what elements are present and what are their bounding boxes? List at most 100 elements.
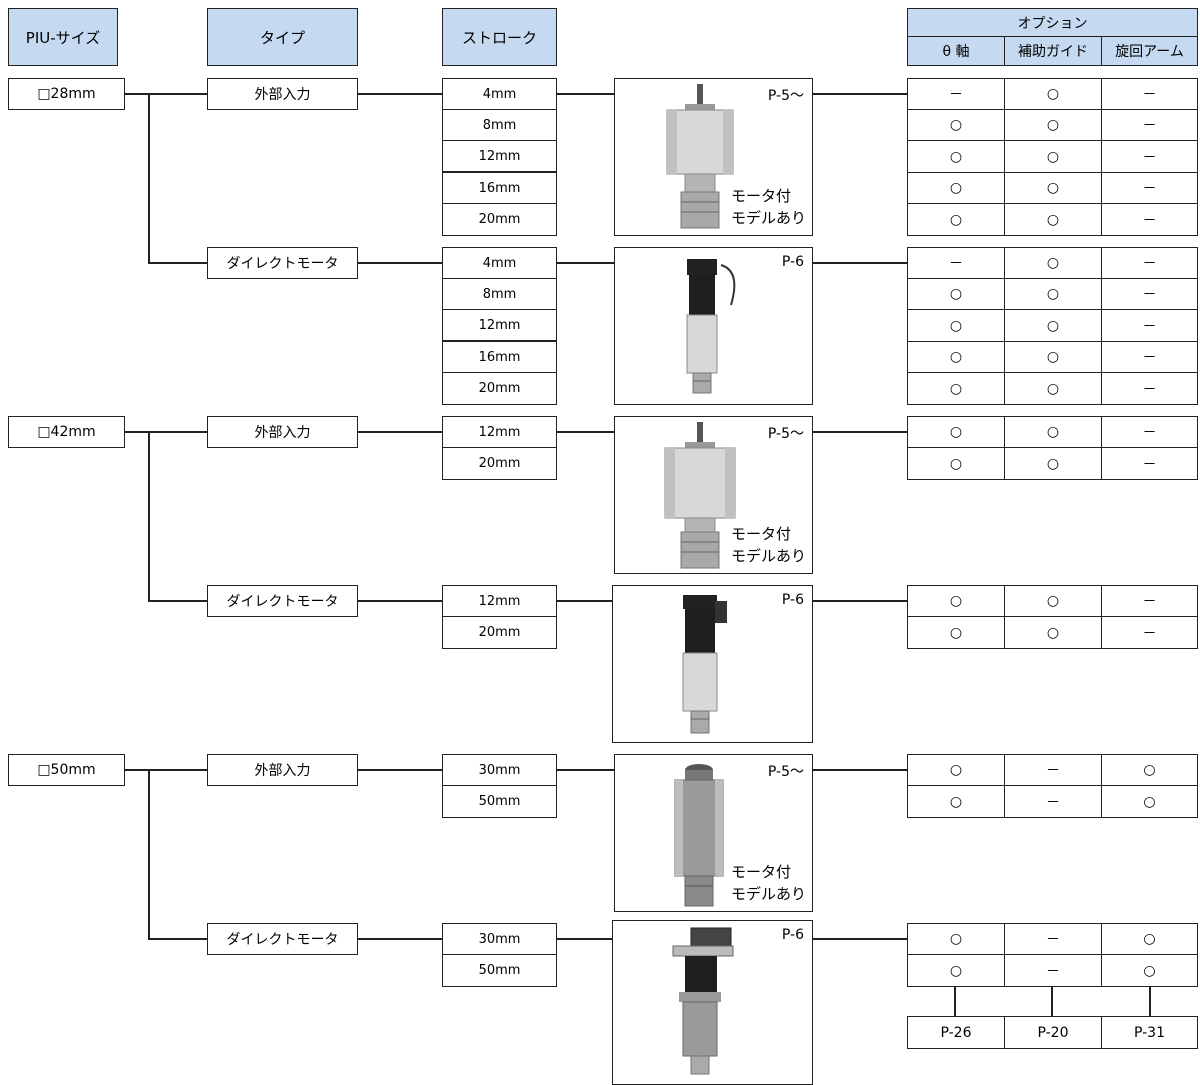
connector [358, 262, 442, 264]
option-guide: ○ [1004, 309, 1102, 342]
product-image-box: P-6 [614, 247, 813, 405]
type-direct-42: ダイレクトモータ [207, 585, 358, 617]
connector [557, 93, 614, 95]
stroke-cell: 12mm [442, 309, 557, 341]
option-arm: － [1101, 247, 1198, 279]
page-reference: P-6 [781, 592, 804, 608]
stroke-cell: 20mm [442, 447, 557, 480]
connector [557, 600, 614, 602]
connector [557, 938, 614, 940]
page-reference: P-6 [781, 927, 804, 943]
motor-model-note: モータ付 モデルあり [730, 187, 806, 227]
connector [557, 431, 614, 433]
option-guide: ○ [1004, 203, 1102, 236]
stroke-cell: 8mm [442, 109, 557, 141]
option-theta: ○ [907, 416, 1005, 448]
option-theta: ○ [907, 585, 1005, 617]
option-arm: － [1101, 172, 1198, 204]
option-guide: － [1004, 954, 1102, 987]
connector [125, 93, 207, 95]
actuator-image [664, 422, 736, 569]
header-stroke: ストローク [442, 8, 557, 66]
option-arm: － [1101, 203, 1198, 236]
page-reference: P-6 [781, 254, 804, 270]
option-arm: ○ [1101, 923, 1198, 955]
option-guide: ○ [1004, 616, 1102, 649]
connector [813, 769, 907, 771]
option-arm: － [1101, 447, 1198, 480]
connector [148, 600, 207, 602]
product-image-box: P-5～ モータ付 モデルあり [614, 416, 813, 574]
connector [813, 431, 907, 433]
product-image-box: P-5～ モータ付 モデルあり [614, 78, 813, 236]
option-guide: － [1004, 923, 1102, 955]
product-image-box: P-6 [612, 920, 813, 1085]
option-arm: ○ [1101, 754, 1198, 786]
connector [557, 262, 614, 264]
option-arm: － [1101, 278, 1198, 310]
option-page-guide: P-20 [1004, 1016, 1102, 1049]
option-theta: ○ [907, 203, 1005, 236]
stroke-cell: 20mm [442, 203, 557, 236]
stroke-cell: 4mm [442, 78, 557, 110]
option-page-theta: P-26 [907, 1016, 1005, 1049]
header-opt-arm: 旋回アーム [1101, 36, 1198, 66]
stroke-cell: 4mm [442, 247, 557, 279]
option-guide: ○ [1004, 140, 1102, 173]
stroke-cell: 20mm [442, 372, 557, 405]
option-theta: － [907, 78, 1005, 110]
size-28: □28mm [8, 78, 125, 110]
option-theta: ○ [907, 341, 1005, 373]
stroke-cell: 12mm [442, 140, 557, 172]
stroke-cell: 30mm [442, 923, 557, 955]
option-page-arm: P-31 [1101, 1016, 1198, 1049]
connector [148, 431, 150, 602]
option-arm: － [1101, 616, 1198, 649]
option-arm: － [1101, 372, 1198, 405]
connector [358, 938, 442, 940]
connector [358, 600, 442, 602]
option-arm: － [1101, 341, 1198, 373]
option-arm: － [1101, 140, 1198, 173]
header-type: タイプ [207, 8, 358, 66]
stroke-cell: 8mm [442, 278, 557, 310]
option-arm: － [1101, 309, 1198, 342]
page-reference: P-5～ [767, 88, 804, 104]
connector [1051, 987, 1053, 1017]
option-guide: ○ [1004, 372, 1102, 405]
option-guide: ○ [1004, 585, 1102, 617]
actuator-image [666, 84, 734, 229]
connector [813, 600, 907, 602]
option-arm: ○ [1101, 954, 1198, 987]
connector [148, 93, 150, 264]
connector [358, 431, 442, 433]
stroke-cell: 16mm [442, 172, 557, 204]
connector [148, 262, 207, 264]
option-guide: ○ [1004, 172, 1102, 204]
option-theta: ○ [907, 372, 1005, 405]
header-opt-theta: θ 軸 [907, 36, 1005, 66]
type-external-28: 外部入力 [207, 78, 358, 110]
option-theta: ○ [907, 109, 1005, 141]
header-opt-guide: 補助ガイド [1004, 36, 1102, 66]
option-theta: － [907, 247, 1005, 279]
type-direct-50: ダイレクトモータ [207, 923, 358, 955]
option-theta: ○ [907, 309, 1005, 342]
product-image-box: P-6 [612, 585, 813, 743]
motor-model-note: モータ付 モデルあり [730, 525, 806, 565]
option-guide: ○ [1004, 447, 1102, 480]
stroke-cell: 12mm [442, 416, 557, 448]
stroke-cell: 30mm [442, 754, 557, 786]
option-guide: ○ [1004, 278, 1102, 310]
connector [813, 93, 907, 95]
option-guide: ○ [1004, 247, 1102, 279]
connector [148, 938, 207, 940]
option-theta: ○ [907, 172, 1005, 204]
option-theta: ○ [907, 140, 1005, 173]
stroke-cell: 50mm [442, 954, 557, 987]
stroke-cell: 50mm [442, 785, 557, 818]
type-external-50: 外部入力 [207, 754, 358, 786]
type-external-42: 外部入力 [207, 416, 358, 448]
option-theta: ○ [907, 616, 1005, 649]
option-theta: ○ [907, 785, 1005, 818]
